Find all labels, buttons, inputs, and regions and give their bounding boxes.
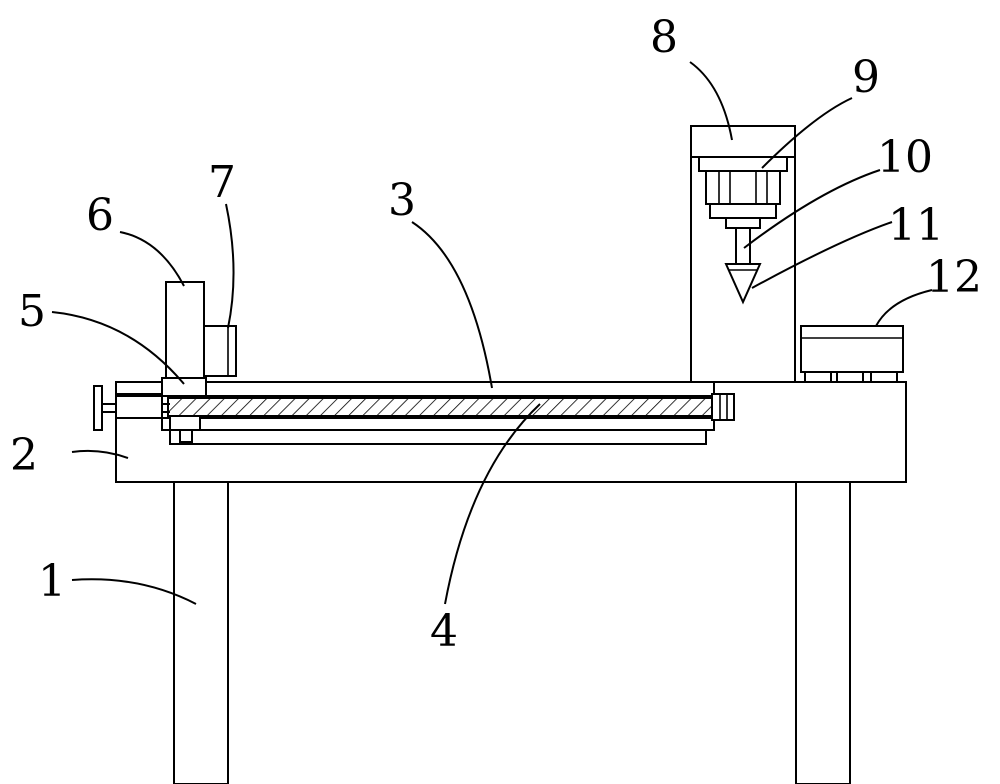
label-3: 3: [388, 175, 416, 226]
leader-12: [875, 289, 933, 327]
label-6: 6: [86, 190, 114, 241]
label-1: 1: [38, 556, 66, 607]
lead-screw: [167, 393, 735, 421]
label-8: 8: [650, 12, 678, 63]
motor-box: [800, 325, 904, 383]
leader-5: [51, 311, 185, 385]
label-12: 12: [926, 252, 982, 303]
label-7: 7: [208, 157, 236, 208]
leader-10: [743, 169, 881, 249]
label-5: 5: [18, 286, 46, 337]
leader-2: [71, 449, 129, 459]
label-2: 2: [10, 430, 38, 481]
right-leg: [795, 481, 851, 784]
support-body: [165, 281, 205, 379]
guide-rail: [161, 381, 715, 445]
leader-3: [411, 221, 493, 389]
left-end-block: [115, 381, 163, 419]
clamp-motor: [203, 325, 237, 377]
label-4: 4: [430, 606, 458, 657]
leader-1: [71, 578, 197, 605]
part-labels: 1 2 3 4 5 6 7 8 9 10 11 12: [10, 12, 982, 657]
leader-8: [689, 61, 733, 141]
leader-4: [444, 403, 541, 605]
leader-7: [225, 203, 235, 329]
label-10: 10: [877, 132, 933, 183]
leader-9: [761, 97, 853, 169]
label-9: 9: [852, 52, 880, 103]
leader-6: [119, 231, 185, 287]
slider-block: [161, 377, 207, 443]
leader-lines: [51, 61, 933, 605]
drill-bit: [724, 263, 762, 305]
left-leg: [173, 481, 229, 784]
label-11: 11: [888, 200, 944, 251]
leader-11: [751, 221, 893, 289]
cylinder-assembly: [698, 156, 788, 265]
